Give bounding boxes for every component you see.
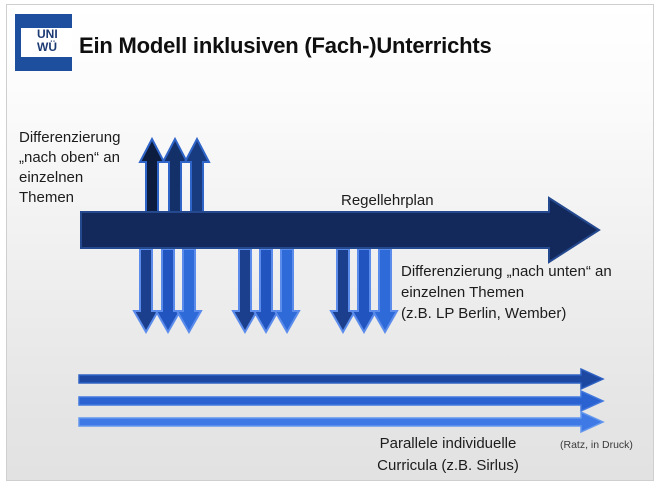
label-differenzierung-nach-unten: Differenzierung „nach unten“ an einzelne…	[401, 263, 612, 322]
logo-text: UNI WÜ	[37, 28, 71, 54]
down-arrow	[252, 248, 280, 335]
slide-title: Ein Modell inklusiven (Fach-)Unterrichts	[79, 33, 492, 58]
slide: UNI WÜ Ein Modell inklusiven (Fach-)Unte…	[6, 4, 654, 481]
up-arrow-group	[138, 136, 211, 218]
down-arrow-group-3	[329, 248, 399, 335]
down-arrow	[371, 248, 399, 335]
citation-ratz: (Ratz, in Druck)	[560, 439, 633, 451]
down-arrow-group-2	[231, 248, 301, 335]
down-arrow	[154, 248, 182, 335]
logo-text-line1: UNI	[37, 27, 58, 41]
down-arrow	[273, 248, 301, 335]
down-arrow	[132, 248, 160, 335]
logo-inner-rect	[21, 28, 72, 57]
down-arrow	[350, 248, 378, 335]
down-arrow	[231, 248, 259, 335]
label-regellehrplan: Regellehrplan	[341, 192, 434, 209]
parallel-arrow-3	[78, 410, 605, 434]
up-arrow-1	[138, 136, 166, 218]
logo-text-line2: WÜ	[37, 40, 57, 54]
down-arrow	[329, 248, 357, 335]
main-arrow-regellehrplan	[80, 196, 601, 264]
label-differenzierung-nach-oben: Differenzierung „nach oben“ an einzelnen…	[19, 129, 121, 206]
down-arrow-group-1	[132, 248, 203, 335]
up-arrow-2	[161, 136, 189, 218]
parallel-arrows-group	[78, 367, 605, 434]
label-parallele-curricula: Parallele individuelle Curricula (z.B. S…	[377, 435, 519, 474]
parallel-arrow-2	[78, 389, 605, 413]
up-arrow-3	[183, 136, 211, 218]
parallel-arrow-1	[78, 367, 605, 391]
down-arrow	[175, 248, 203, 335]
uni-wuerzburg-logo: UNI WÜ	[15, 14, 72, 71]
arrow-diagram	[78, 136, 605, 434]
